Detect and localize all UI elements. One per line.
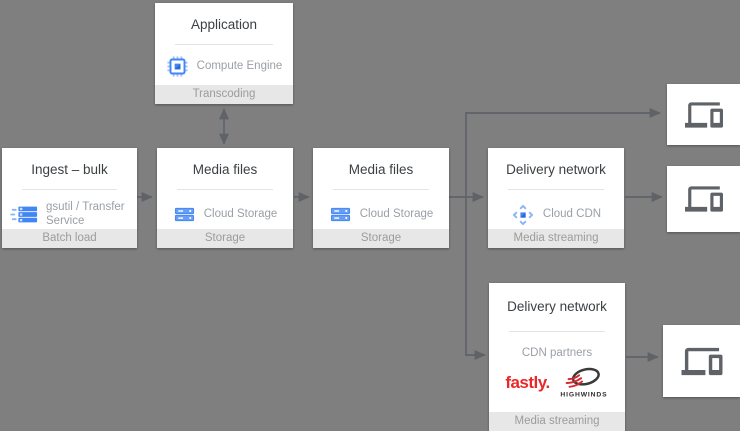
arrow-branch-to-delivery2 [465,197,486,361]
node-title: Media files [348,162,414,177]
node-delivery-network-cdn-partners: Delivery network CDN partners fastly. HI… [489,283,625,431]
service-label: gsutil / Transfer Service [46,201,125,227]
node-footer: Media streaming [488,229,624,248]
divider [508,189,604,190]
devices-icon [684,186,723,212]
devices-icon [684,101,723,128]
node-delivery-network-cloud-cdn: Delivery network Cloud CDN Media streami… [488,148,624,248]
node-application: Application Compute Engine Transcodi [155,3,293,104]
node-footer: Storage [313,229,449,248]
node-media-files-1: Media files Cloud Storage Storage [157,148,293,248]
cloud-storage-icon [329,203,352,226]
viewer-device-box-2 [667,166,740,232]
service-label: Cloud Storage [203,207,278,220]
node-title: Application [190,17,258,32]
viewer-device-box-1 [667,84,740,145]
node-ingest-bulk: Ingest – bulk [2,148,137,248]
node-footer: Storage [157,229,293,248]
divider [22,189,117,190]
cloud-storage-icon [173,203,196,226]
service-label: Compute Engine [196,59,283,72]
node-footer: Media streaming [489,412,625,431]
devices-icon [681,347,722,375]
divider [177,189,273,190]
node-title: Delivery network [507,299,607,314]
service-label: Cloud Storage [359,207,434,220]
cloud-cdn-icon [511,203,535,227]
service-label: Cloud CDN [542,208,602,221]
viewer-device-box-3 [663,325,740,397]
highwinds-wordmark: HIGHWINDS [560,391,607,398]
node-footer: Transcoding [155,85,293,104]
divider [509,331,605,332]
fastly-logo: fastly. [505,372,550,392]
node-media-files-2: Media files Cloud Storage Storage [313,148,449,248]
node-title: Media files [192,162,258,177]
node-title: Ingest – bulk [31,162,108,177]
node-title: Delivery network [506,162,606,177]
compute-engine-icon [166,55,189,78]
gsutil-transfer-icon [10,203,38,226]
divider [175,44,273,45]
node-footer: Batch load [2,229,137,248]
highwinds-logo: HIGHWINDS [557,366,609,399]
divider [333,189,429,190]
service-label: CDN partners [521,347,593,359]
